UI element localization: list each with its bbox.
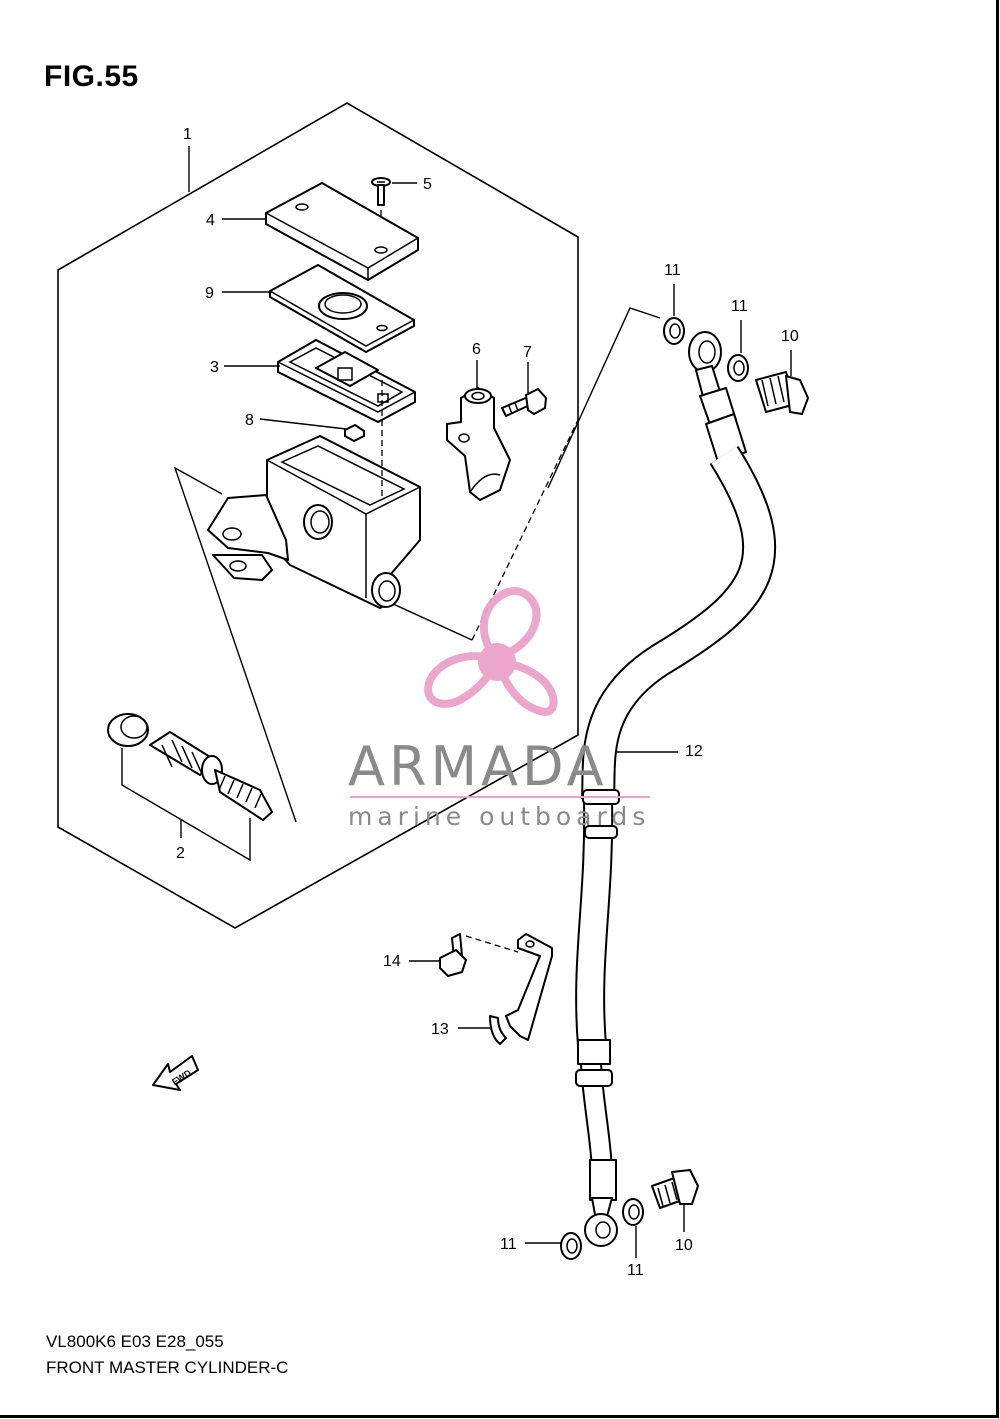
armada-logo-icon (424, 587, 558, 717)
body-guide-line (379, 597, 473, 641)
clamp-guide-dash (465, 935, 519, 953)
master-cylinder-body (207, 380, 421, 609)
callout-11-top-left: 11 (664, 262, 681, 279)
union-bolt-part-10-top (755, 371, 809, 415)
hose-guide-line (547, 307, 661, 489)
callout-14: 14 (383, 953, 401, 970)
leader-part-8 (259, 418, 347, 430)
callout-8: 8 (245, 412, 254, 429)
callout-11-bottom-left: 11 (500, 1236, 517, 1253)
forward-direction-arrow-icon: FWD (152, 1055, 199, 1091)
brake-hose-part-12 (575, 445, 776, 1247)
callout-11-bottom-right: 11 (627, 1262, 644, 1279)
washer-part-11-top-right (727, 354, 749, 382)
plate-part-8 (344, 424, 365, 442)
callout-11-top-right: 11 (731, 298, 748, 315)
callout-7: 7 (523, 344, 532, 361)
assembly-outline (57, 102, 579, 929)
holder-part-6 (446, 387, 511, 501)
union-bolt-part-10-bottom (651, 1169, 699, 1209)
hose-clamp-part-13 (489, 933, 553, 1045)
callout-9: 9 (205, 285, 214, 302)
diagram-name: FRONT MASTER CYLINDER-C (46, 1358, 289, 1377)
reservoir-cap-part-4 (265, 182, 419, 281)
bolt-part-14 (439, 933, 467, 977)
diaphragm-part-3 (277, 339, 416, 423)
diagram-code: VL800K6 E03 E28_055 (46, 1332, 224, 1351)
callout-2: 2 (176, 845, 185, 862)
banjo-fitting-top (688, 331, 747, 463)
watermark-tagline: marine outboards (348, 802, 650, 831)
callout-10-bottom: 10 (675, 1237, 693, 1254)
leader-part-2 (121, 748, 251, 862)
washer-part-11-bottom-right (622, 1198, 644, 1226)
piston-set-part-2 (107, 713, 273, 821)
callout-5: 5 (423, 176, 432, 193)
washer-part-11-top-left (663, 317, 685, 345)
callout-3: 3 (210, 359, 219, 376)
washer-part-11-bottom-left (560, 1232, 582, 1260)
bolt-part-7 (501, 388, 547, 417)
figure-title: FIG.55 (44, 60, 139, 93)
watermark-name: ARMADA (348, 735, 608, 798)
callout-4: 4 (206, 212, 215, 229)
callout-10-top: 10 (781, 328, 799, 345)
plate-part-9 (269, 264, 415, 353)
callout-1: 1 (183, 126, 192, 143)
callout-6: 6 (472, 341, 481, 358)
callout-12: 12 (685, 743, 703, 760)
piston-group-outline (173, 466, 297, 823)
callout-13: 13 (431, 1021, 449, 1038)
